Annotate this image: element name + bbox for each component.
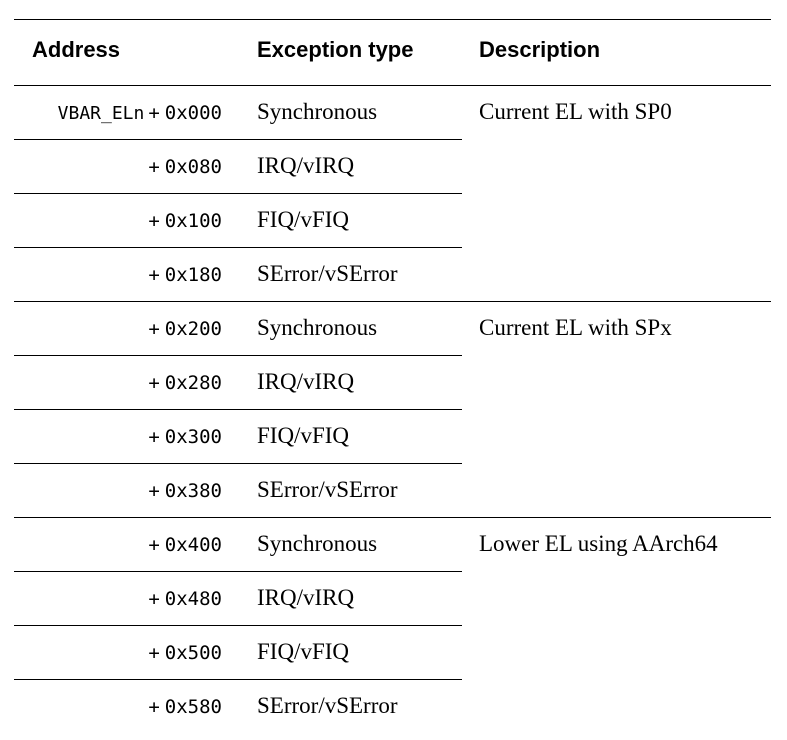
vector-offset: 0x500	[164, 642, 222, 664]
table-row: VBAR_ELn+0x000 Synchronous Current EL with…	[0, 86, 787, 140]
offset-plus-sign: +	[148, 534, 160, 556]
address-cell: +0x300	[144, 424, 222, 450]
vector-offset: 0x000	[164, 102, 222, 124]
offset-plus-sign: +	[148, 264, 160, 286]
table-row: +0x480 IRQ/vIRQ	[0, 572, 787, 626]
vector-offset: 0x480	[164, 588, 222, 610]
row-separator	[14, 463, 462, 464]
vector-offset: 0x580	[164, 696, 222, 718]
offset-plus-sign: +	[148, 642, 160, 664]
table-row: +0x400 Synchronous Lower EL using AArch64	[0, 518, 787, 572]
address-cell: +0x380	[144, 478, 222, 504]
offset-plus-sign: +	[148, 156, 160, 178]
table-row: +0x100 FIQ/vFIQ	[0, 194, 787, 248]
group-separator	[14, 517, 771, 518]
header-description: Description	[479, 37, 601, 62]
address-cell: +0x200	[144, 316, 222, 342]
address-cell: +0x480	[144, 586, 222, 612]
exception-type-cell: FIQ/vFIQ	[257, 207, 350, 232]
exception-type-cell: SError/vSError	[257, 693, 398, 718]
offset-plus-sign: +	[148, 426, 160, 448]
group-separator	[14, 301, 771, 302]
offset-plus-sign: +	[148, 480, 160, 502]
offset-plus-sign: +	[148, 318, 160, 340]
description-cell: Current EL with SPx	[479, 315, 672, 340]
table-row: +0x180 SError/vSError	[0, 248, 787, 302]
exception-type-cell: IRQ/vIRQ	[257, 153, 355, 178]
table-row: +0x300 FIQ/vFIQ	[0, 410, 787, 464]
address-cell: VBAR_ELn+0x000	[58, 100, 222, 127]
exception-type-cell: SError/vSError	[257, 477, 398, 502]
vector-base-register: VBAR_ELn	[57, 103, 145, 124]
exception-type-cell: Synchronous	[257, 99, 378, 124]
offset-plus-sign: +	[148, 210, 160, 232]
table-top-border	[14, 19, 771, 20]
offset-plus-sign: +	[148, 696, 160, 718]
header-exception-type: Exception type	[257, 37, 414, 62]
header-separator	[14, 85, 771, 86]
description-cell: Current EL with SP0	[479, 99, 672, 124]
table-row: +0x200 Synchronous Current EL with SPx	[0, 302, 787, 356]
offset-plus-sign: +	[148, 372, 160, 394]
row-separator	[14, 139, 462, 140]
vector-offset: 0x300	[164, 426, 222, 448]
vector-offset: 0x380	[164, 480, 222, 502]
row-separator	[14, 679, 462, 680]
address-cell: +0x180	[144, 262, 222, 288]
exception-type-cell: IRQ/vIRQ	[257, 369, 355, 394]
table-row: +0x580 SError/vSError	[0, 680, 787, 734]
vector-offset: 0x100	[164, 210, 222, 232]
table-row: +0x380 SError/vSError	[0, 464, 787, 518]
table-row: +0x280 IRQ/vIRQ	[0, 356, 787, 410]
address-cell: +0x080	[144, 154, 222, 180]
address-cell: +0x580	[144, 694, 222, 720]
address-cell: +0x280	[144, 370, 222, 396]
vector-offset: 0x180	[164, 264, 222, 286]
row-separator	[14, 247, 462, 248]
exception-type-cell: FIQ/vFIQ	[257, 639, 350, 664]
exception-type-cell: Synchronous	[257, 531, 378, 556]
vector-offset: 0x400	[164, 534, 222, 556]
offset-plus-sign: +	[148, 102, 160, 124]
vector-offset: 0x080	[164, 156, 222, 178]
vector-offset: 0x200	[164, 318, 222, 340]
table-row: +0x500 FIQ/vFIQ	[0, 626, 787, 680]
exception-type-cell: FIQ/vFIQ	[257, 423, 350, 448]
row-separator	[14, 409, 462, 410]
table-row: +0x080 IRQ/vIRQ	[0, 140, 787, 194]
address-cell: +0x500	[144, 640, 222, 666]
exception-type-cell: Synchronous	[257, 315, 378, 340]
row-separator	[14, 355, 462, 356]
row-separator	[14, 625, 462, 626]
description-cell: Lower EL using AArch64	[479, 531, 718, 556]
header-address: Address	[32, 37, 121, 62]
address-cell: +0x100	[144, 208, 222, 234]
row-separator	[14, 571, 462, 572]
offset-plus-sign: +	[148, 588, 160, 610]
vector-offset: 0x280	[164, 372, 222, 394]
row-separator	[14, 193, 462, 194]
exception-type-cell: SError/vSError	[257, 261, 398, 286]
exception-type-cell: IRQ/vIRQ	[257, 585, 355, 610]
address-cell: +0x400	[144, 532, 222, 558]
